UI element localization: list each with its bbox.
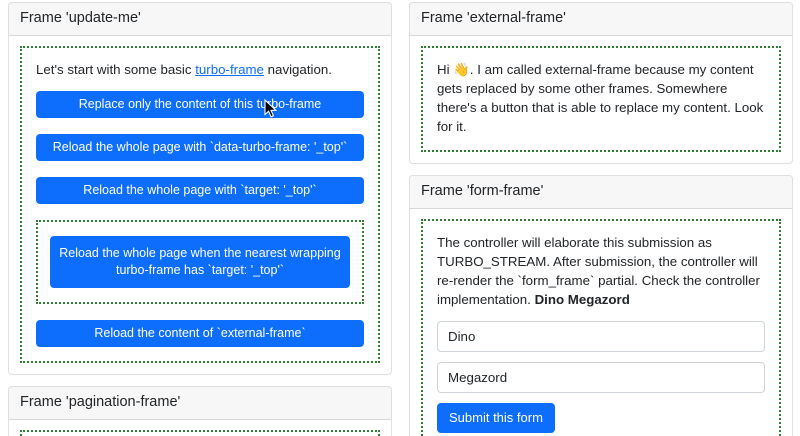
card-pagination-frame: Frame 'pagination-frame' bbox=[8, 386, 392, 436]
submit-form-button[interactable]: Submit this form bbox=[437, 403, 555, 433]
card-header-pagination-frame: Frame 'pagination-frame' bbox=[9, 387, 391, 420]
card-header-form-frame: Frame 'form-frame' bbox=[410, 176, 792, 209]
turbo-frame-link[interactable]: turbo-frame bbox=[195, 62, 264, 77]
card-body-form-frame: The controller will elaborate this submi… bbox=[410, 209, 792, 436]
turbo-frame-pagination bbox=[20, 430, 380, 436]
form-description: The controller will elaborate this submi… bbox=[437, 233, 765, 309]
card-header-update-me: Frame 'update-me' bbox=[9, 3, 391, 36]
turbo-frame-external: Hi 👋. I am called external-frame because… bbox=[421, 46, 781, 152]
turbo-frame-nested: Reload the whole page when the nearest w… bbox=[36, 220, 364, 304]
reload-external-frame-button[interactable]: Reload the content of `external-frame` bbox=[36, 320, 364, 347]
card-update-me: Frame 'update-me' Let's start with some … bbox=[8, 2, 392, 375]
intro-paragraph: Let's start with some basic turbo-frame … bbox=[36, 60, 364, 79]
intro-suffix: navigation. bbox=[263, 62, 332, 77]
form-description-name: Dino Megazord bbox=[534, 292, 630, 307]
turbo-frame-form: The controller will elaborate this submi… bbox=[421, 219, 781, 436]
card-body-update-me: Let's start with some basic turbo-frame … bbox=[9, 36, 391, 374]
card-header-external-frame: Frame 'external-frame' bbox=[410, 3, 792, 36]
turbo-frame-update-me: Let's start with some basic turbo-frame … bbox=[20, 46, 380, 363]
replace-content-button[interactable]: Replace only the content of this turbo-f… bbox=[36, 91, 364, 118]
card-form-frame: Frame 'form-frame' The controller will e… bbox=[409, 175, 793, 436]
card-body-pagination-frame bbox=[9, 420, 391, 436]
form-description-text: The controller will elaborate this submi… bbox=[437, 235, 760, 307]
left-column: Frame 'update-me' Let's start with some … bbox=[8, 2, 392, 436]
right-column: Frame 'external-frame' Hi 👋. I am called… bbox=[409, 2, 793, 436]
mouse-cursor-icon bbox=[264, 99, 278, 118]
external-frame-body: Hi 👋. I am called external-frame because… bbox=[437, 62, 764, 134]
surname-input[interactable] bbox=[437, 362, 765, 393]
reload-page-target-top-button[interactable]: Reload the whole page with `target: '_to… bbox=[36, 177, 364, 204]
reload-nearest-wrapping-frame-button[interactable]: Reload the whole page when the nearest w… bbox=[50, 236, 350, 288]
reload-page-data-turbo-frame-button[interactable]: Reload the whole page with `data-turbo-f… bbox=[36, 134, 364, 161]
name-input[interactable] bbox=[437, 321, 765, 352]
card-external-frame: Frame 'external-frame' Hi 👋. I am called… bbox=[409, 2, 793, 164]
intro-prefix: Let's start with some basic bbox=[36, 62, 196, 77]
card-body-external-frame: Hi 👋. I am called external-frame because… bbox=[410, 36, 792, 163]
